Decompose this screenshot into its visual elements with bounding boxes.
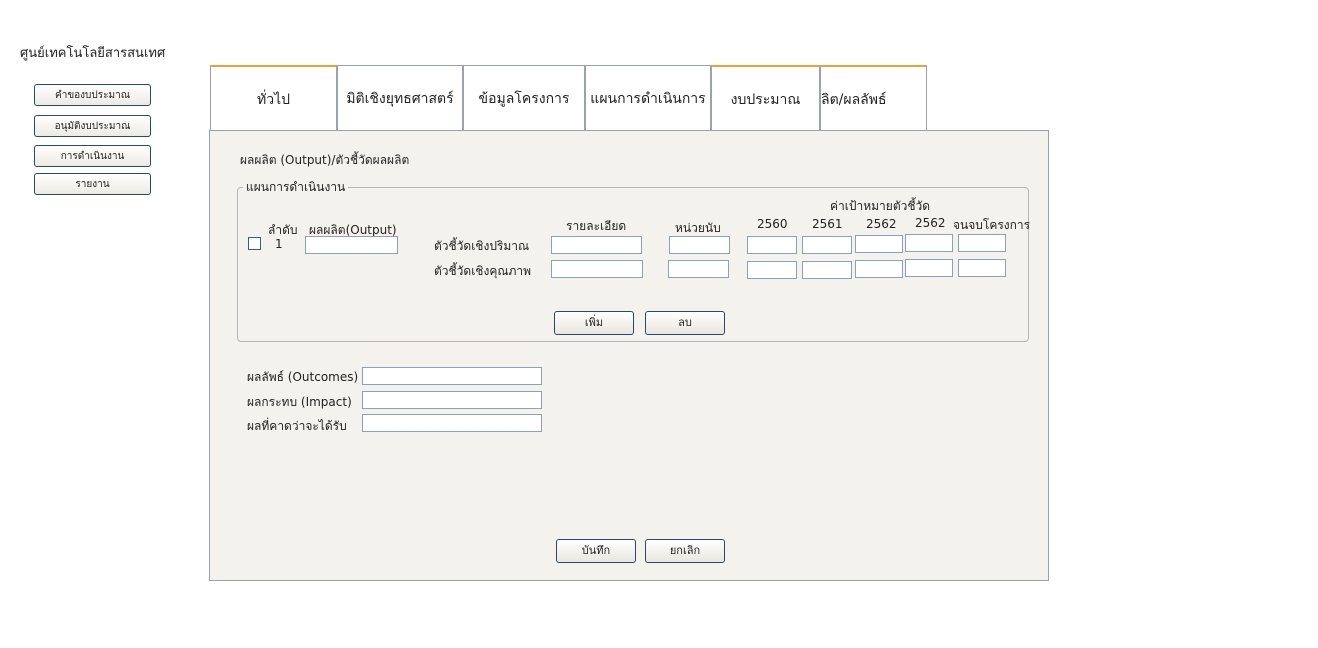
tab-general[interactable]: ทั่วไป <box>210 65 337 131</box>
quantity-detail-input[interactable] <box>551 236 642 254</box>
quality-indicator-label: ตัวชี้วัดเชิงคุณภาพ <box>434 264 532 278</box>
quantity-2560-input[interactable] <box>747 236 797 254</box>
operation-plan-group: แผนการดำเนินงาน <box>237 178 1029 342</box>
col-year-2560: 2560 <box>757 217 788 231</box>
col-detail: รายละเอียด <box>566 219 627 233</box>
outcomes-input[interactable] <box>362 367 542 385</box>
tab-output-outcome[interactable]: ลิต/ผลลัพธ์ <box>820 65 927 131</box>
target-header: ค่าเป้าหมายตัวชี้วัด <box>830 199 931 213</box>
section-heading: ผลผลิต (Output)/ตัวชี้วัดผลผลิต <box>240 153 410 167</box>
tab-operation-plan[interactable]: แผนการดำเนินการ <box>585 65 711 131</box>
quality-detail-input[interactable] <box>551 260 643 278</box>
col-unit: หน่วยนับ <box>675 221 721 235</box>
quantity-2561-input[interactable] <box>802 236 852 254</box>
col-year-2562: 2562 <box>866 217 897 231</box>
quantity-unit-input[interactable] <box>669 236 730 254</box>
add-button[interactable]: เพิ่ม <box>554 311 634 335</box>
tab-budget[interactable]: งบประมาณ <box>711 65 820 131</box>
sidebar-item-budget-request[interactable]: คำของบประมาณ <box>34 84 151 106</box>
app-title: ศูนย์เทคโนโลยีสารสนเทศ <box>20 46 166 61</box>
sidebar-item-budget-approval[interactable]: อนุมัติงบประมาณ <box>34 115 151 137</box>
output-input[interactable] <box>305 236 398 254</box>
operation-plan-legend: แผนการดำเนินงาน <box>246 180 346 194</box>
outcomes-label: ผลลัพธ์ (Outcomes) <box>247 370 359 384</box>
row-order: 1 <box>275 237 283 251</box>
col-year-2561: 2561 <box>812 217 843 231</box>
col-year-2562-b: 2562 <box>915 216 946 230</box>
quantity-indicator-label: ตัวชี้วัดเชิงปริมาณ <box>434 239 530 253</box>
col-output: ผลผลิต(Output) <box>309 223 397 237</box>
save-button[interactable]: บันทึก <box>556 539 636 563</box>
quantity-end-input[interactable] <box>958 234 1006 252</box>
delete-button[interactable]: ลบ <box>645 311 725 335</box>
quality-2560-input[interactable] <box>747 261 797 279</box>
quantity-2562-input[interactable] <box>855 235 903 253</box>
quantity-2562b-input[interactable] <box>905 234 953 252</box>
quality-2562-input[interactable] <box>855 260 903 278</box>
col-until-end: จนจบโครงการ <box>953 218 1031 232</box>
impact-input[interactable] <box>362 391 542 409</box>
tab-strategy[interactable]: มิติเชิงยุทธศาสตร์ <box>337 65 463 131</box>
quality-2561-input[interactable] <box>802 261 852 279</box>
impact-label: ผลกระทบ (Impact) <box>247 395 352 409</box>
quality-end-input[interactable] <box>958 259 1006 277</box>
sidebar-item-report[interactable]: รายงาน <box>34 173 151 195</box>
quality-2562b-input[interactable] <box>905 259 953 277</box>
form-panel: ผลผลิต (Output)/ตัวชี้วัดผลผลิต แผนการดำ… <box>209 130 1049 581</box>
tab-project-info[interactable]: ข้อมูลโครงการ <box>463 65 585 131</box>
quality-unit-input[interactable] <box>668 260 729 278</box>
sidebar-item-operation[interactable]: การดำเนินงาน <box>34 145 151 167</box>
col-order: ลำดับ <box>268 223 298 237</box>
cancel-button[interactable]: ยกเลิก <box>645 539 725 563</box>
row-select-checkbox[interactable] <box>248 237 261 250</box>
expected-result-input[interactable] <box>362 414 542 432</box>
expected-result-label: ผลที่คาดว่าจะได้รับ <box>247 419 347 433</box>
